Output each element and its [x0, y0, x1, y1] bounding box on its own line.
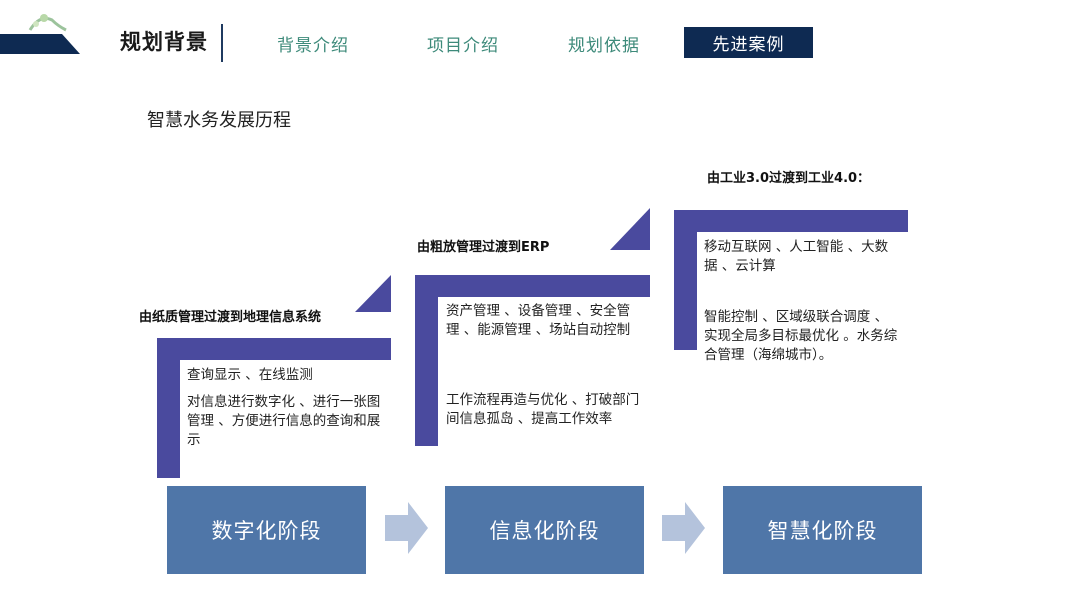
stage-1-bar-horizontal	[157, 338, 391, 360]
stage-3-desc-1: 移动互联网 、人工智能 、大数据 、云计算	[704, 238, 900, 276]
stage-2-bar-vertical	[415, 275, 438, 446]
tab-advanced-cases-label: 先进案例	[713, 30, 785, 55]
stage-1-heading: 由纸质管理过渡到地理信息系统	[139, 306, 321, 325]
stage-1-bar-vertical	[157, 338, 180, 478]
stage-2-heading: 由粗放管理过渡到ERP	[417, 236, 549, 255]
arrow-2-icon	[662, 502, 705, 554]
stage-3-bar-horizontal	[674, 210, 908, 232]
stage-1-desc-2: 对信息进行数字化 、进行一张图管理 、方便进行信息的查询和展示	[187, 393, 382, 450]
stage-box-smart: 智慧化阶段	[723, 486, 922, 574]
stage-2-bar-horizontal	[415, 275, 650, 297]
corner-decoration	[0, 0, 90, 60]
stage-2-corner-triangle	[610, 208, 650, 250]
stage-1-desc-1: 查询显示 、在线监测	[187, 366, 382, 385]
arrow-1-icon	[385, 502, 428, 554]
stage-3-bar-vertical	[674, 210, 697, 350]
stage-3-heading: 由工业3.0过渡到工业4.0：	[707, 167, 870, 186]
stage-box-digital: 数字化阶段	[167, 486, 366, 574]
stage-2-desc-1: 资产管理 、设备管理 、安全管理 、能源管理 、场站自动控制	[446, 302, 642, 340]
stage-box-information-label: 信息化阶段	[490, 515, 600, 545]
stage-1-corner-triangle	[355, 275, 391, 312]
stage-box-digital-label: 数字化阶段	[212, 515, 322, 545]
tab-background-intro[interactable]: 背景介绍	[277, 31, 349, 56]
tab-planning-basis[interactable]: 规划依据	[568, 31, 640, 56]
tab-project-intro[interactable]: 项目介绍	[427, 31, 499, 56]
stage-box-smart-label: 智慧化阶段	[768, 515, 878, 545]
title-divider	[221, 24, 223, 62]
stage-box-information: 信息化阶段	[445, 486, 644, 574]
stage-3-desc-2: 智能控制 、区域级联合调度 、实现全局多目标最优化 。水务综合管理（海绵城市）。	[704, 308, 900, 365]
tab-advanced-cases[interactable]: 先进案例	[684, 27, 813, 58]
page-title: 规划背景	[120, 26, 208, 56]
stage-2-desc-2: 工作流程再造与优化 、打破部门间信息孤岛 、提高工作效率	[446, 391, 642, 429]
section-subtitle: 智慧水务发展历程	[147, 106, 291, 132]
